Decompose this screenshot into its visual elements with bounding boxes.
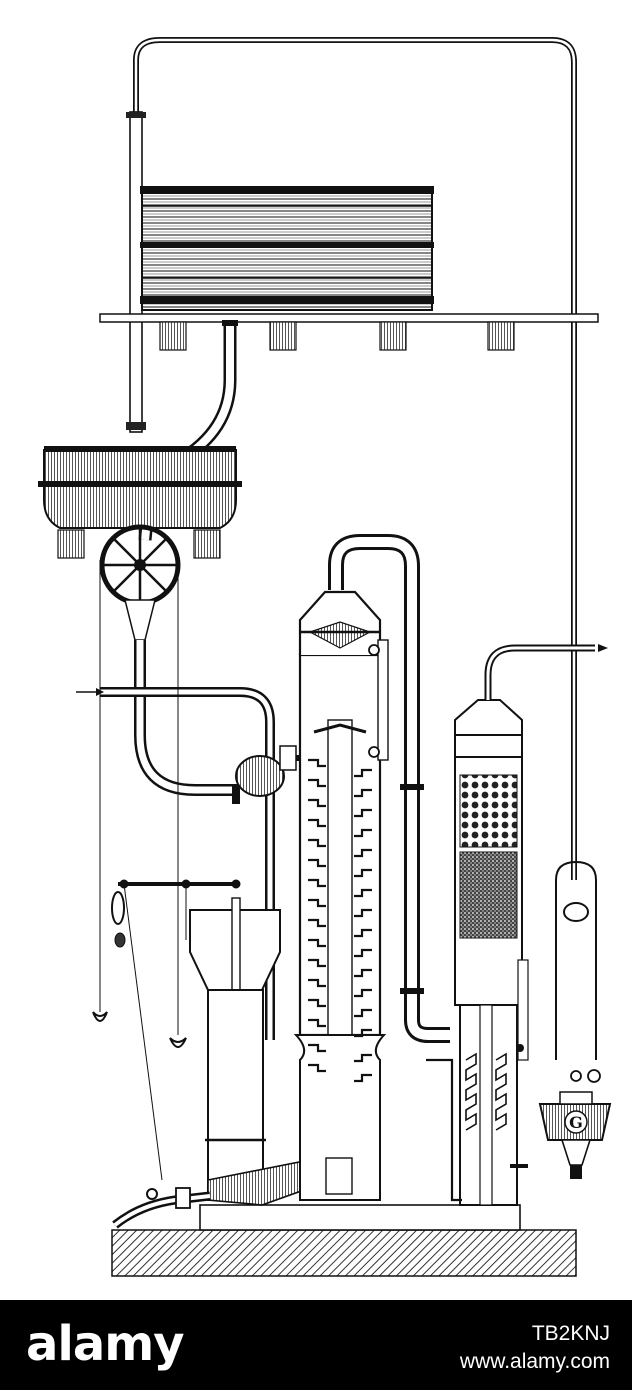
inlet-pipe (100, 687, 275, 1040)
watermark-site: www.alamy.com (459, 1350, 610, 1373)
watermark-footer: alamy TB2KNJ www.alamy.com (0, 1300, 632, 1390)
coil-section (426, 1004, 528, 1206)
pump (232, 745, 308, 804)
support-beam (99, 313, 599, 351)
lever-counterweight (111, 879, 241, 1181)
lower-round-tank (38, 446, 242, 559)
distillation-apparatus-engraving: G (38, 37, 612, 1277)
base-outlet-valve (112, 1187, 211, 1229)
pump-g: G (538, 1091, 612, 1179)
watermark-brand: alamy (26, 1316, 185, 1372)
upper-wooden-tub (140, 186, 434, 311)
column-sight-gauge (368, 639, 389, 761)
outlet-arrow-icon (598, 644, 608, 652)
watermark-image-id: TB2KNJ (531, 1322, 610, 1345)
rectifier-column (454, 699, 529, 1061)
pump-letter-label: G (569, 1113, 583, 1132)
gauge-loop (555, 860, 601, 1083)
regulator-vessel (189, 897, 281, 1201)
valve-to-pump-pipe (134, 640, 240, 796)
gooseneck-pipe (328, 534, 450, 1043)
column-trays (308, 723, 372, 1083)
vapour-outlet-pipe (484, 644, 595, 700)
hanging-chains (92, 560, 187, 1048)
main-distillation-column (293, 590, 387, 1201)
ground-floor (111, 1204, 577, 1277)
handwheel-valve (99, 524, 181, 641)
